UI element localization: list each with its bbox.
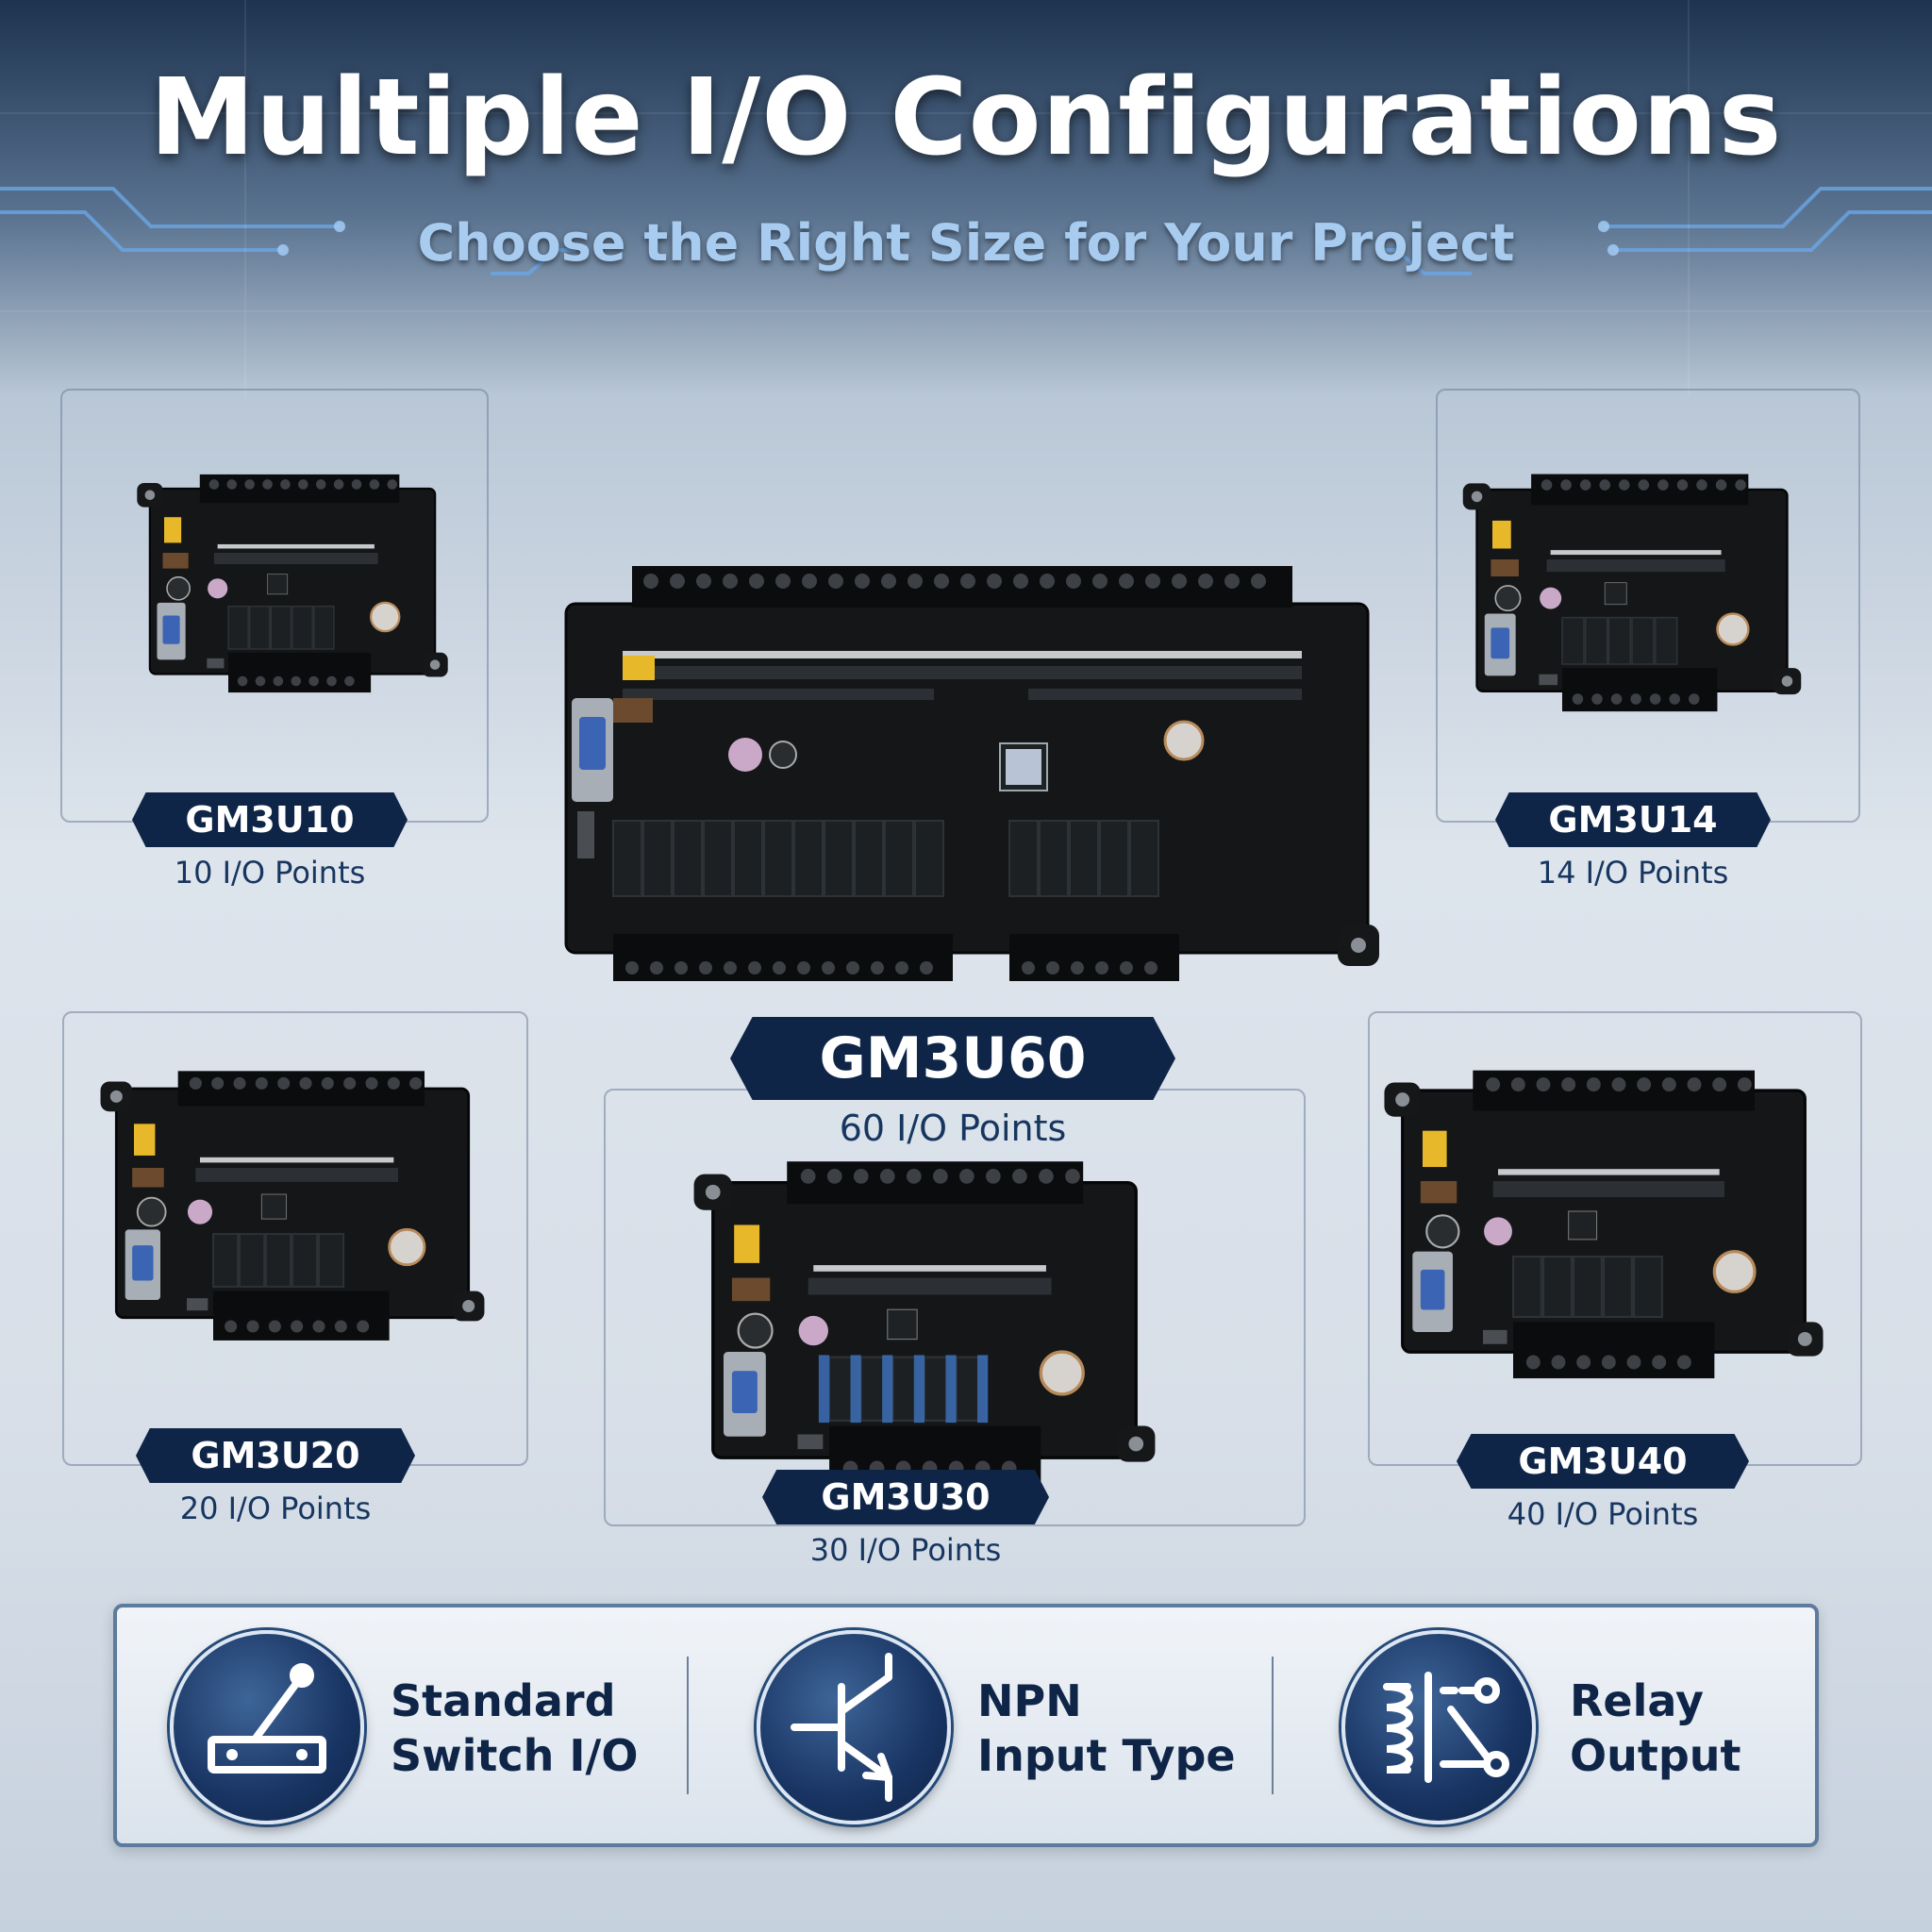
feature-relay-line1: Relay bbox=[1570, 1675, 1704, 1726]
transistor-icon bbox=[757, 1630, 951, 1824]
feature-standard-switch: Standard Switch I/O bbox=[391, 1674, 638, 1783]
relay-icon bbox=[1341, 1630, 1536, 1824]
model-badge-gm3u40: GM3U40 bbox=[1457, 1434, 1749, 1489]
feature-npn-line1: NPN bbox=[977, 1675, 1082, 1726]
plc-board-gm3u40-image bbox=[1382, 1069, 1825, 1380]
feature-npn-input: NPN Input Type bbox=[977, 1674, 1236, 1783]
plc-board-gm3u30-image bbox=[691, 1159, 1158, 1487]
io-points-gm3u40: 40 I/O Points bbox=[1507, 1496, 1699, 1532]
model-badge-gm3u14: GM3U14 bbox=[1495, 792, 1771, 847]
feature-relay-line2: Output bbox=[1570, 1730, 1741, 1781]
page-title: Multiple I/O Configurations bbox=[149, 57, 1783, 179]
feature-divider-1 bbox=[687, 1657, 689, 1794]
model-badge-gm3u30: GM3U30 bbox=[762, 1470, 1049, 1524]
feature-divider-2 bbox=[1272, 1657, 1274, 1794]
io-points-gm3u30: 30 I/O Points bbox=[809, 1532, 1002, 1568]
toggle-switch-icon bbox=[170, 1630, 364, 1824]
plc-board-gm3u60-image bbox=[564, 566, 1379, 981]
model-badge-gm3u60: GM3U60 bbox=[730, 1017, 1175, 1100]
feature-bar: Standard Switch I/O NPN Input Type bbox=[113, 1604, 1819, 1847]
io-points-gm3u14: 14 I/O Points bbox=[1537, 855, 1729, 891]
plc-board-gm3u20-image bbox=[99, 1069, 486, 1342]
plc-board-gm3u10-image bbox=[136, 473, 449, 694]
io-points-gm3u60: 60 I/O Points bbox=[839, 1108, 1067, 1149]
feature-standard-line2: Switch I/O bbox=[391, 1730, 639, 1781]
plc-board-gm3u14-image bbox=[1461, 473, 1803, 713]
io-points-gm3u10: 10 I/O Points bbox=[174, 855, 366, 891]
model-badge-gm3u20: GM3U20 bbox=[136, 1428, 415, 1483]
feature-standard-line1: Standard bbox=[391, 1675, 616, 1726]
feature-relay-output: Relay Output bbox=[1570, 1674, 1741, 1783]
io-points-gm3u20: 20 I/O Points bbox=[179, 1491, 372, 1526]
page-subtitle: Choose the Right Size for Your Project bbox=[417, 213, 1515, 273]
feature-npn-line2: Input Type bbox=[977, 1730, 1236, 1781]
model-badge-gm3u10: GM3U10 bbox=[132, 792, 408, 847]
